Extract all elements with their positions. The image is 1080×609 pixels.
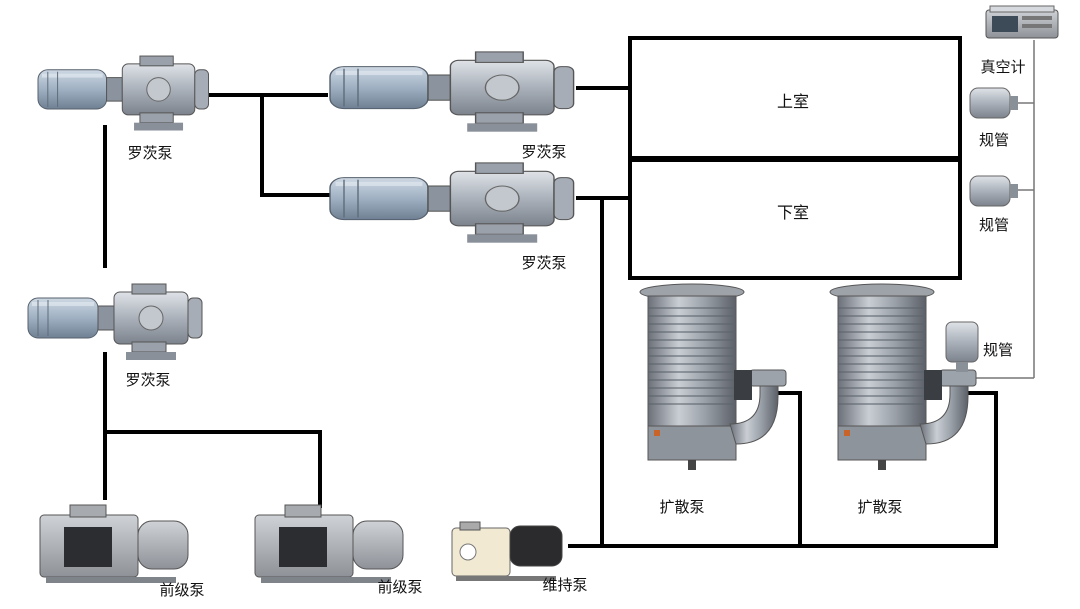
lower-chamber-label: 下室: [777, 203, 809, 222]
gauge-tube-3-label: 规管: [983, 341, 1013, 359]
chamber-block: 上室 下室: [628, 36, 962, 280]
roots-pump-top-left-label: 罗茨泵: [127, 144, 172, 162]
gauge-tube-2: [969, 175, 1019, 207]
roots-pump-lower-label: 罗茨泵: [521, 254, 566, 272]
upper-chamber-label: 上室: [777, 92, 809, 111]
pipe-to-fore-2: [105, 430, 322, 508]
pipe-diff2-foreline: [960, 391, 998, 546]
roots-pump-lower: [329, 162, 575, 244]
gauge-tube-1-label: 规管: [979, 131, 1009, 149]
gauge-wiring: [961, 40, 1035, 379]
lower-chamber: [628, 158, 962, 280]
fore-pump-1-label: 前级泵: [159, 581, 204, 599]
gauge-tube-1: [969, 87, 1019, 119]
roots-pump-upper-label: 罗茨泵: [521, 143, 566, 161]
vacuum-gauge-controller-label: 真空计: [980, 58, 1025, 76]
gauge-tube-3: [945, 321, 979, 372]
pipe-branch-to-lower: [260, 95, 330, 197]
holding-pump-label: 维持泵: [542, 576, 587, 594]
fore-pump-2: [254, 504, 404, 584]
pipe-diff1-foreline: [770, 391, 802, 546]
diffusion-pump-1-label: 扩散泵: [659, 498, 704, 516]
fore-pump-2-label: 前级泵: [377, 578, 422, 596]
diffusion-pump-2: [829, 283, 977, 471]
roots-pump-top-left: [37, 55, 210, 132]
diffusion-pump-1: [639, 283, 787, 471]
fore-pump-1: [39, 504, 189, 584]
roots-pump-upper: [329, 51, 575, 133]
diffusion-pump-2-label: 扩散泵: [857, 498, 902, 516]
roots-pump-mid-left: [27, 283, 203, 361]
piping: [103, 86, 998, 548]
roots-pump-mid-left-label: 罗茨泵: [125, 371, 170, 389]
vacuum-gauge-controller: [985, 5, 1059, 39]
gauge-tube-2-label: 规管: [979, 216, 1009, 234]
holding-pump: [451, 521, 563, 581]
